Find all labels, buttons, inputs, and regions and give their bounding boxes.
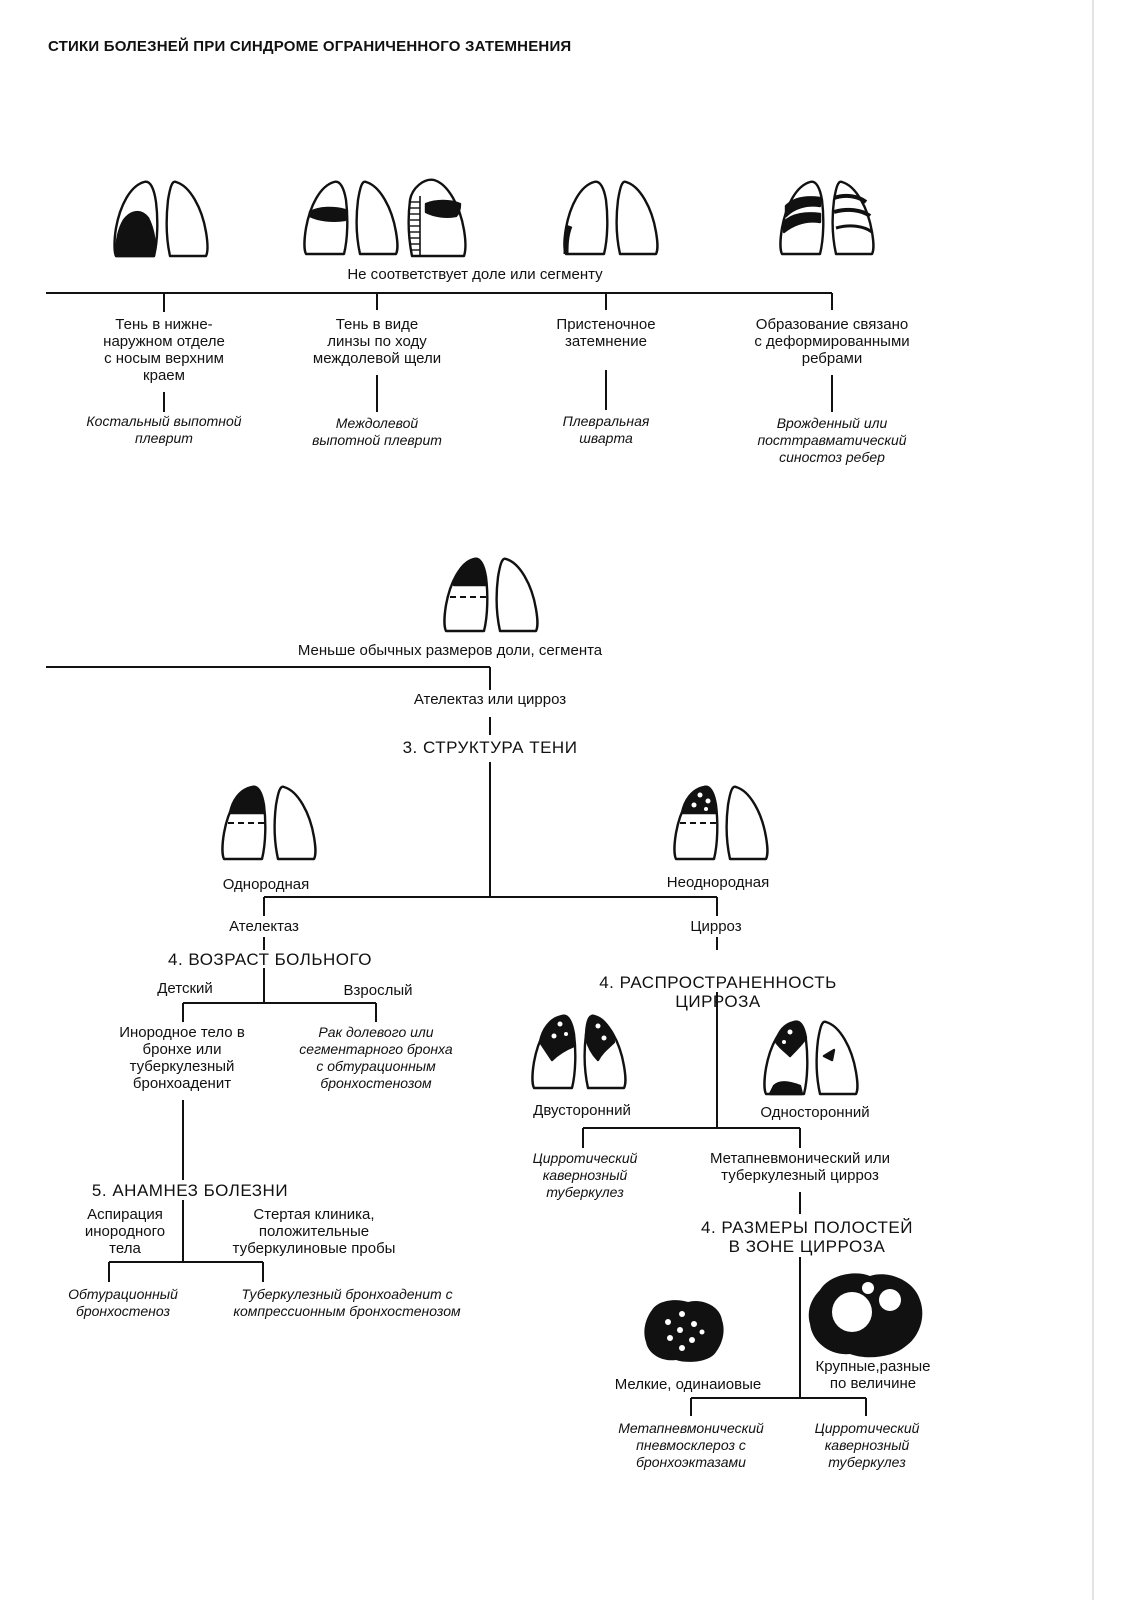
lungs-heterogeneous-figure <box>673 785 769 861</box>
adult-result: Рак долевого или сегментарного бронха с … <box>299 1024 453 1091</box>
lungs-rib-synostosis-figure <box>779 180 875 256</box>
block1-branch-3-result: Плевральная шварта <box>562 413 650 446</box>
cavity-heading: 4. РАЗМЕРЫ ПОЛОСТЕЙ В ЗОНЕ ЦИРРОЗА <box>701 1218 913 1256</box>
atelectasis-label: Ателектаз <box>229 918 299 935</box>
block1-branch-1-label: Тень в нижне- наружном отделе с носым ве… <box>103 316 225 384</box>
block1-branch-2-label: Тень в виде линзы по ходу междолевой щел… <box>312 316 442 367</box>
block1-branch-1-result: Костальный выпотной плеврит <box>86 413 242 446</box>
homogeneous-label: Однородная <box>222 876 310 893</box>
child-label: Детский <box>157 980 213 997</box>
small-cavities-figure <box>644 1300 724 1362</box>
lungs-unilateral-figure <box>763 1020 859 1096</box>
aspiration-label: Аспирация инородного тела <box>84 1206 166 1257</box>
lungs-bilateral-figure <box>531 1014 627 1090</box>
page-edge <box>1092 0 1094 1600</box>
bilateral-result: Цирротический кавернозный туберкулез <box>532 1150 638 1200</box>
adult-label: Взрослый <box>343 982 413 999</box>
lungs-reduced-lobe-figure <box>443 557 539 633</box>
block1-branch-2-result: Междолевой выпотной плеврит <box>312 415 442 448</box>
block1-branch-4-result: Врожденный или посттравматический синост… <box>757 415 907 465</box>
child-result: Инородное тело в бронхе или туберкулезны… <box>119 1024 245 1092</box>
spread-heading: 4. РАСПРОСТРАНЕННОСТЬ ЦИРРОЗА <box>599 973 837 1011</box>
block2-header: Меньше обычных размеров доли, сегмента <box>297 642 603 659</box>
lungs-costal-effusion-figure <box>113 180 209 258</box>
cirrhosis-label: Цирроз <box>690 918 742 935</box>
heterogeneous-label: Неоднородная <box>666 874 770 891</box>
obturation-result: Обтурационный бронхостеноз <box>68 1286 178 1319</box>
lungs-pleural-figure <box>563 180 659 256</box>
block1-branch-4-label: Образование связано с деформированными р… <box>754 316 910 367</box>
unilateral-label: Односторонний <box>760 1104 870 1121</box>
large-cavities-figure <box>808 1273 923 1358</box>
block2-sub: Ателектаз или цирроз <box>413 691 567 708</box>
anamnesis-heading: 5. АНАМНЕЗ БОЛЕЗНИ <box>91 1181 289 1200</box>
page-title: СТИКИ БОЛЕЗНЕЙ ПРИ СИНДРОМЕ ОГРАНИЧЕННОГ… <box>48 38 572 55</box>
lungs-homogeneous-figure <box>221 785 317 861</box>
unilateral-result: Метапневмонический или туберкулезный цир… <box>709 1150 891 1184</box>
large-cavities-result: Цирротический кавернозный туберкулез <box>814 1420 920 1470</box>
bilateral-label: Двусторонний <box>533 1102 631 1119</box>
block1-header: Не соответствует доле или сегменту <box>347 266 603 283</box>
tb-adenitis-result: Туберкулезный бронхоаденит с компрессион… <box>233 1286 461 1319</box>
small-cavities-label: Мелкие, одинаиовые <box>614 1376 762 1393</box>
large-cavities-label: Крупные,разные по величине <box>815 1358 931 1392</box>
structure-heading: 3. СТРУКТУРА ТЕНИ <box>402 738 578 757</box>
age-heading: 4. ВОЗРАСТ БОЛЬНОГО <box>168 950 372 969</box>
lungs-interlobar-figure <box>303 178 467 258</box>
block1-branch-3-label: Пристеночное затемнение <box>556 316 656 350</box>
small-cavities-result: Метапневмонический пневмосклероз с бронх… <box>618 1420 764 1470</box>
erased-clinic-label: Стертая клиника, положительные туберкули… <box>232 1206 396 1257</box>
